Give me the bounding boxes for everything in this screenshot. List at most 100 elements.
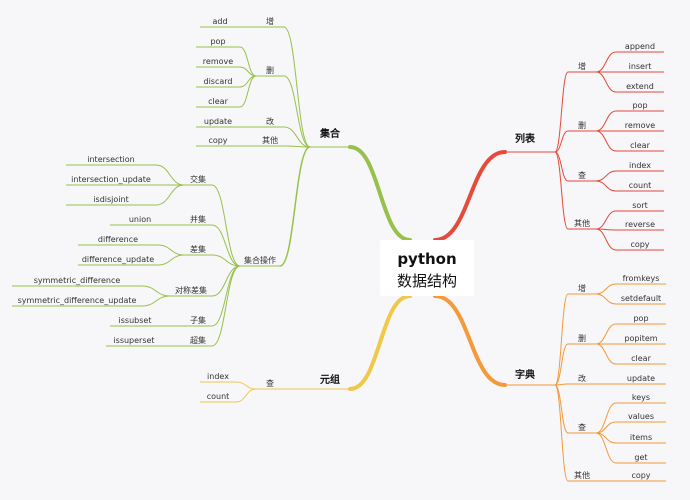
tuple-main-edge <box>348 294 412 391</box>
dict-find-leaf-edge <box>595 421 617 434</box>
set-diff-leaf-edge <box>157 254 185 266</box>
dict-add-leaf[interactable]: setdefault <box>621 294 661 303</box>
set-subset-edge <box>211 265 241 327</box>
set-symdiff-leaf[interactable]: symmetric_difference_update <box>18 296 137 305</box>
dict-del-label[interactable]: 删 <box>578 333 586 343</box>
set-del-edge <box>283 75 311 148</box>
dict-del-leaf[interactable]: clear <box>631 354 651 363</box>
set-mod-label[interactable]: 改 <box>266 116 274 126</box>
root-subtitle: 数据结构 <box>397 272 457 290</box>
set-diff-leaf-edge <box>157 244 185 256</box>
tuple-find-leaf-edge <box>235 388 257 403</box>
root-box <box>380 240 474 296</box>
list-other-label[interactable]: 其他 <box>574 218 590 228</box>
dict-other-label[interactable]: 其他 <box>574 470 590 480</box>
set-mod-leaf[interactable]: update <box>204 117 232 126</box>
set-other-leaf[interactable]: copy <box>208 136 227 145</box>
set-ops-label[interactable]: 集合操作 <box>244 255 276 265</box>
dict-del-leaf[interactable]: popitem <box>624 334 657 343</box>
set-subset-label[interactable]: 子集 <box>190 315 206 325</box>
dict-find-leaf[interactable]: get <box>634 453 647 462</box>
list-add-leaf[interactable]: extend <box>626 82 654 91</box>
set-superset-leaf[interactable]: issuperset <box>113 336 154 345</box>
set-diff-leaf[interactable]: difference_update <box>82 255 154 264</box>
set-subset-leaf[interactable]: issubset <box>119 316 152 325</box>
dict-find-leaf[interactable]: keys <box>632 393 650 402</box>
dict-add-leaf[interactable]: fromkeys <box>623 274 660 283</box>
list-add-leaf-edge <box>595 51 617 73</box>
set-inter-leaf[interactable]: isdisjoint <box>93 195 128 204</box>
set-symdiff-leaf[interactable]: symmetric_difference <box>34 276 121 285</box>
tuple-find-leaf[interactable]: index <box>207 372 229 381</box>
list-find-leaf[interactable]: index <box>629 161 651 170</box>
set-diff-leaf[interactable]: difference <box>98 235 138 244</box>
dict-find-leaf-edge <box>595 402 617 434</box>
list-find-leaf[interactable]: count <box>629 181 652 190</box>
set-other-label[interactable]: 其他 <box>262 135 278 145</box>
set-del-leaf[interactable]: pop <box>210 37 225 46</box>
set-del-leaf[interactable]: remove <box>203 57 233 66</box>
set-symdiff-leaf-edge <box>141 295 171 307</box>
list-add-leaf[interactable]: insert <box>629 62 652 71</box>
list-del-edge <box>554 130 569 153</box>
set-superset-edge <box>211 265 241 347</box>
set-del-label[interactable]: 删 <box>266 65 274 75</box>
tuple-find-leaf-edge <box>235 381 257 390</box>
dict-mod-leaf[interactable]: update <box>627 374 655 383</box>
list-del-leaf-edge <box>595 130 617 152</box>
list-other-leaf[interactable]: reverse <box>625 220 655 229</box>
list-other-edge <box>554 151 569 230</box>
dict-del-leaf-edge <box>595 343 617 365</box>
list-other-leaf[interactable]: copy <box>630 240 649 249</box>
list-other-leaf-edge <box>595 228 617 251</box>
set-mod-edge <box>283 126 311 148</box>
tuple-category-label[interactable]: 元组 <box>320 373 340 386</box>
tuple-find-label[interactable]: 查 <box>266 378 274 388</box>
dict-category-label[interactable]: 字典 <box>515 368 535 381</box>
set-add-label[interactable]: 增 <box>266 16 274 26</box>
list-add-label[interactable]: 增 <box>578 61 586 71</box>
set-del-leaf-edge <box>239 75 257 108</box>
list-other-leaf[interactable]: sort <box>632 201 648 210</box>
list-del-label[interactable]: 删 <box>578 120 586 130</box>
tuple-find-leaf[interactable]: count <box>207 392 230 401</box>
dict-other-edge <box>554 384 569 482</box>
root-title: python <box>397 250 456 268</box>
list-find-label[interactable]: 查 <box>578 170 586 180</box>
set-inter-label[interactable]: 交集 <box>190 174 206 184</box>
dict-add-edge <box>554 293 569 386</box>
set-inter-leaf[interactable]: intersection <box>87 155 134 164</box>
dict-find-leaf[interactable]: values <box>628 412 654 421</box>
dict-find-label[interactable]: 查 <box>578 422 586 432</box>
set-diff-edge <box>211 254 241 267</box>
dict-find-leaf[interactable]: items <box>630 433 652 442</box>
set-inter-leaf-edge <box>155 184 185 206</box>
dict-add-label[interactable]: 增 <box>578 283 586 293</box>
list-del-leaf[interactable]: remove <box>625 121 655 130</box>
set-category-label[interactable]: 集合 <box>319 127 341 140</box>
set-del-leaf[interactable]: discard <box>204 77 233 86</box>
list-del-leaf[interactable]: pop <box>632 101 647 110</box>
set-union-label[interactable]: 并集 <box>190 214 206 224</box>
set-add-edge <box>283 26 311 148</box>
root-node[interactable]: python 数据结构 <box>380 240 474 296</box>
list-category-label[interactable]: 列表 <box>515 132 536 145</box>
set-inter-leaf[interactable]: intersection_update <box>71 175 151 184</box>
dict-other-leaf[interactable]: copy <box>631 471 650 480</box>
dict-del-leaf[interactable]: pop <box>633 314 648 323</box>
set-union-leaf[interactable]: union <box>129 215 151 224</box>
dict-mod-label[interactable]: 改 <box>578 373 586 383</box>
set-symdiff-label[interactable]: 对称差集 <box>175 285 207 295</box>
set-superset-label[interactable]: 超集 <box>190 335 206 345</box>
set-del-leaf[interactable]: clear <box>208 97 228 106</box>
set-diff-label[interactable]: 差集 <box>190 244 206 254</box>
list-add-leaf-edge <box>595 71 617 93</box>
list-add-leaf[interactable]: append <box>625 42 655 51</box>
mindmap-edges <box>12 26 666 482</box>
list-add-edge <box>554 71 569 153</box>
list-del-leaf[interactable]: clear <box>630 141 650 150</box>
set-symdiff-leaf-edge <box>141 285 171 297</box>
set-inter-edge <box>211 184 241 267</box>
set-add-leaf[interactable]: add <box>212 17 227 26</box>
dict-del-edge <box>554 343 569 386</box>
